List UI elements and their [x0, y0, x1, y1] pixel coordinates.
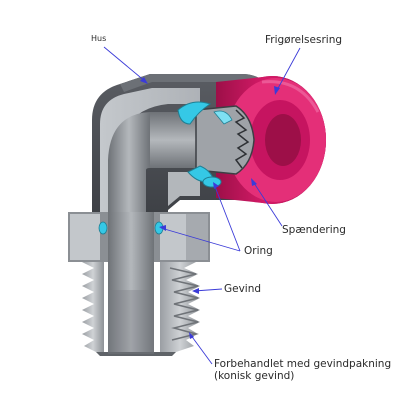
label-frigoerelsesring: Frigørelsesring — [265, 34, 343, 46]
inner-seal — [213, 110, 233, 125]
collet-teeth — [234, 109, 250, 169]
arrow-oring-b — [213, 182, 219, 189]
arrow-spaend — [251, 178, 257, 186]
thread-right-shading — [169, 267, 199, 341]
leader-frigoerelsesring — [275, 47, 301, 93]
hex-section-left-cut — [70, 214, 100, 260]
label-forbehandlet-line2: (konisk gevind) — [214, 370, 295, 383]
vertical-bore — [108, 212, 154, 352]
leader-spaendering — [251, 179, 283, 227]
oring-left — [98, 221, 108, 235]
label-gevind: Gevind — [224, 283, 262, 295]
stem-tip — [108, 290, 154, 354]
leader-arrowheads — [140, 77, 280, 339]
label-forbehandlet-line1: Forbehandlet med gevindpakning — [214, 358, 392, 370]
label-oring: Oring — [244, 245, 273, 257]
horizontal-bore — [150, 112, 205, 168]
label-forbehandlet: Forbehandlet med gevindpakning (konisk g… — [214, 358, 391, 382]
arrow-gevind — [192, 288, 199, 294]
housing-rim — [120, 74, 270, 94]
leader-oring-b — [213, 183, 241, 252]
collet — [195, 105, 255, 175]
label-hus: Hus — [91, 34, 107, 43]
hex-edge-shadow — [186, 214, 208, 260]
release-ring-hole — [265, 114, 301, 166]
arrow-oring-a — [159, 225, 166, 231]
arrow-hus — [140, 77, 148, 84]
elbow-bore — [108, 112, 150, 222]
upper-seal — [177, 101, 212, 125]
housing-cut-face-right — [168, 172, 200, 206]
clamping-ring — [202, 176, 222, 188]
label-spaendering: Spændering — [282, 224, 346, 236]
leader-oring-a — [160, 227, 241, 252]
thread-left — [82, 262, 104, 352]
arrow-forb — [189, 332, 194, 339]
release-ring-highlight — [261, 80, 320, 113]
leader-lines — [103, 46, 301, 365]
leader-forbehandlet — [189, 333, 213, 365]
arrow-frig — [274, 86, 280, 95]
housing-cut-face — [100, 88, 200, 214]
stem-bottom — [96, 352, 176, 356]
leader-hus — [103, 46, 147, 83]
